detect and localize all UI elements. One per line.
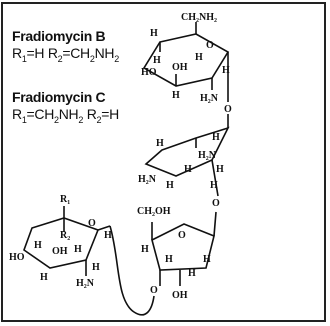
ring-1-oh: OH	[172, 62, 188, 73]
ring-1: CH₂NH₂ O H H HO OH H H H₂N H O	[141, 12, 232, 128]
fradiomycin-b-formula: R1=H R2=CH2NH2	[12, 45, 119, 64]
ring-1-o: O	[206, 40, 214, 51]
ring-4-r1: R₁	[60, 194, 70, 205]
ring-2-h-3: H	[184, 164, 192, 175]
ring-1-ch2nh2: CH₂NH₂	[181, 12, 217, 23]
ring-4-h-5: H	[92, 262, 100, 273]
ring-4-r2: R₂	[60, 230, 70, 241]
ring-2-o: O	[212, 198, 220, 209]
ring-4-h2n: H₂N	[76, 278, 95, 289]
ring-4-oh: OH	[52, 246, 68, 257]
fradiomycin-c-title: Fradiomycin C	[12, 89, 106, 105]
ring-1-h-5: H	[222, 65, 230, 76]
figure-frame	[1, 2, 326, 322]
ring-1-h-2: H	[153, 55, 161, 66]
ring-4-ho: HO	[9, 252, 25, 263]
ring-4-o: O	[88, 218, 96, 229]
ring-2-glyco-bond	[211, 159, 219, 197]
ring-2-h-4: H	[216, 164, 224, 175]
ring-1-ho: HO	[141, 67, 157, 78]
ring-3-ch2oh: CH₂OH	[137, 206, 171, 217]
ring-2-h-6: H	[210, 180, 218, 191]
ring-3: CH₂OH O H H H H OH O	[137, 206, 217, 301]
ring-2-h2n-top: H₂N	[198, 150, 217, 161]
ring-2: H H H₂N H H H₂N H H O	[138, 126, 230, 209]
glycosidic-link-curve	[109, 225, 155, 316]
ring-1-h2n: H₂N	[200, 93, 219, 104]
ring-2-h-1: H	[156, 138, 164, 149]
ring-2-h-5: H	[166, 180, 174, 191]
ring-4: R₁ R₂ O OH H HO H H H H₂N H	[9, 194, 112, 289]
ring-1-glyco-o: O	[224, 104, 232, 115]
fradiomycin-b-title: Fradiomycin B	[12, 28, 106, 44]
ring-4-h-2: H	[74, 244, 82, 255]
ring-3-h-2: H	[165, 254, 173, 265]
ring-4-h-3: H	[104, 230, 112, 241]
ring-1-h-1: H	[150, 28, 158, 39]
ring-2-h-2: H	[212, 132, 220, 143]
ring-4-h-4: H	[40, 272, 48, 283]
ring-3-glyco-o: O	[150, 285, 158, 296]
ring-3-o: O	[178, 230, 186, 241]
ring-3-o-bond	[213, 211, 217, 237]
ring-3-h-4: H	[188, 268, 196, 279]
ring-1-h-4: H	[172, 90, 180, 101]
ring-1-h-3: H	[195, 52, 203, 63]
ring-3-oh: OH	[172, 290, 188, 301]
ring-3-h-3: H	[203, 254, 211, 265]
ring-3-bonds	[151, 223, 215, 271]
ring-3-h-1: H	[141, 244, 149, 255]
ring-4-link-bond	[97, 225, 111, 231]
fradiomycin-c-formula: R1=CH2NH2 R2=H	[12, 106, 119, 125]
ring-2-h2n-left: H₂N	[138, 174, 157, 185]
ring-4-h-1: H	[34, 240, 42, 251]
